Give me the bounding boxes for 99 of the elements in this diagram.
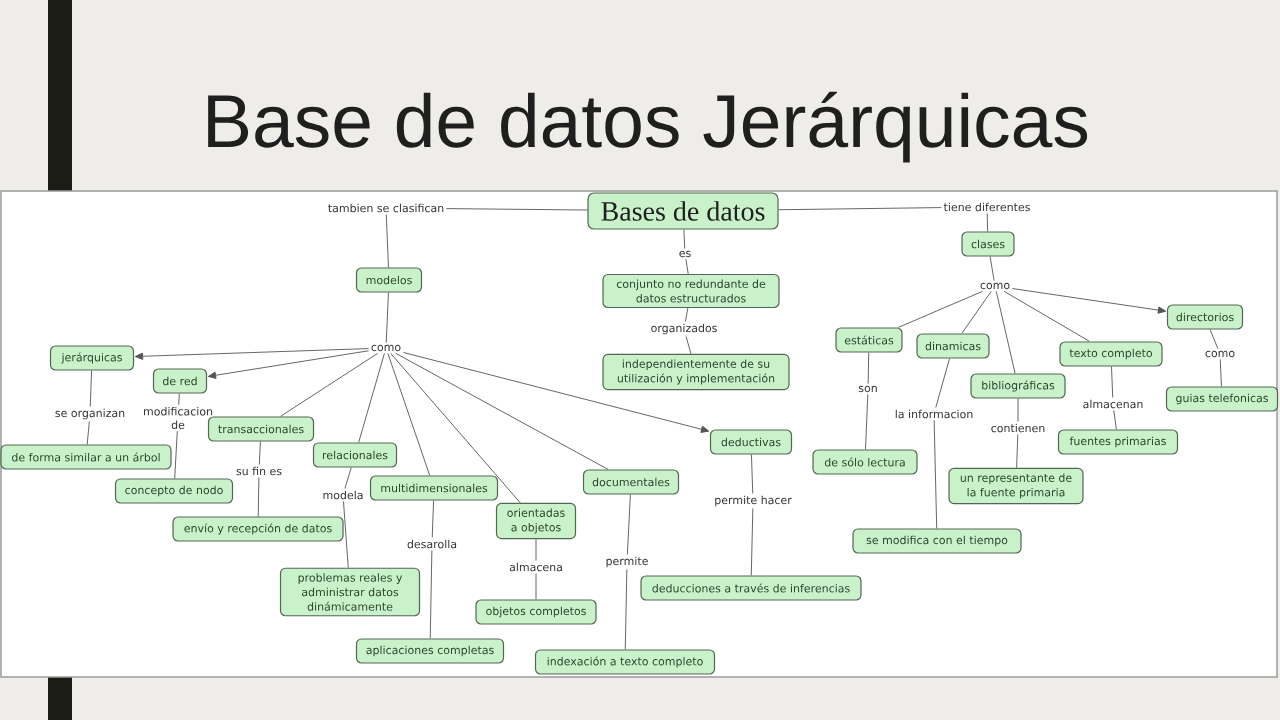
connector-line bbox=[178, 393, 180, 406]
connector-line bbox=[358, 352, 385, 443]
concept-box: concepto de nodo bbox=[114, 478, 234, 504]
concept-box: independientemente de su utilización y implementación bbox=[602, 353, 790, 391]
concept-box: relacionales bbox=[312, 442, 398, 468]
connector-line bbox=[1017, 398, 1019, 422]
linking-phrase: permite hacer bbox=[715, 495, 792, 507]
connector-line bbox=[174, 430, 178, 479]
concept-box: deducciones a través de inferencias bbox=[640, 575, 862, 601]
concept-box: clases bbox=[961, 231, 1015, 257]
connector-line bbox=[280, 352, 379, 417]
concept-box: Bases de datos bbox=[587, 192, 779, 230]
arrow bbox=[207, 350, 370, 379]
concept-box: multidimensionales bbox=[369, 475, 499, 501]
connector-line bbox=[961, 290, 992, 334]
concept-box: de red bbox=[152, 368, 208, 394]
linking-phrase: organizados bbox=[651, 323, 717, 335]
linking-phrase: es bbox=[679, 250, 691, 258]
concept-box: envío y recepción de datos bbox=[172, 516, 344, 542]
connector-line bbox=[344, 467, 352, 489]
concept-box: estáticas bbox=[835, 327, 903, 353]
concept-box: guias telefonicas bbox=[1165, 386, 1279, 412]
linking-phrase: desarolla bbox=[407, 539, 457, 549]
connector-line bbox=[445, 208, 588, 211]
connector-line bbox=[867, 352, 870, 385]
connector-line bbox=[390, 352, 521, 504]
concept-box: documentales bbox=[582, 469, 680, 495]
concept-box: fuentes primarias bbox=[1057, 429, 1179, 455]
slide-title: Base de datos Jerárquicas bbox=[208, 91, 1088, 163]
connector-line bbox=[865, 393, 869, 450]
connector-line bbox=[387, 352, 431, 476]
concept-box: problemas reales y administrar datos dinámicamente bbox=[279, 567, 421, 617]
connector-line bbox=[685, 336, 692, 355]
concept-box: se modifica con el tiempo bbox=[852, 528, 1022, 554]
connector-line bbox=[1111, 366, 1114, 398]
concept-box: orientadas a objetos bbox=[495, 502, 577, 540]
concept-box: conjunto no redundante de datos estructurados bbox=[602, 273, 780, 309]
arrow bbox=[1011, 288, 1167, 314]
concept-box: bibliográficas bbox=[970, 373, 1066, 399]
concept-box: indexación a texto completo bbox=[534, 649, 716, 675]
connector-line bbox=[1219, 358, 1222, 387]
connector-line bbox=[535, 573, 537, 600]
connector-line bbox=[989, 256, 995, 282]
connector-line bbox=[750, 454, 754, 494]
linking-phrase: almacenan bbox=[1083, 399, 1143, 409]
connector-line bbox=[535, 538, 537, 561]
connector-line bbox=[385, 214, 389, 268]
connector-line bbox=[429, 550, 433, 639]
connector-line bbox=[1113, 410, 1117, 430]
concept-box: de sólo lectura bbox=[812, 449, 918, 475]
connector-line bbox=[257, 477, 260, 517]
connector-line bbox=[343, 501, 349, 569]
connector-line bbox=[385, 292, 389, 344]
concept-box: de forma similar a un árbol bbox=[0, 444, 172, 470]
concept-box: deductivas bbox=[709, 429, 793, 455]
connector-line bbox=[86, 421, 90, 445]
concept-box: un representante de la fuente primaria bbox=[948, 467, 1084, 505]
connector-line bbox=[626, 494, 631, 555]
linking-phrase: modela bbox=[323, 490, 363, 500]
concept-box: modelos bbox=[355, 267, 423, 293]
linking-phrase: como bbox=[371, 344, 401, 352]
linking-phrase: son bbox=[858, 385, 877, 393]
connector-line bbox=[431, 500, 434, 538]
connector-line bbox=[685, 258, 689, 275]
connector-line bbox=[89, 370, 92, 407]
concept-box: jerárquicas bbox=[49, 345, 135, 371]
connector-line bbox=[986, 213, 989, 232]
connector-line bbox=[750, 508, 754, 576]
connector-line bbox=[1016, 434, 1019, 469]
concept-box: texto completo bbox=[1059, 341, 1163, 367]
concept-box: directorios bbox=[1166, 304, 1244, 330]
connector-line bbox=[1003, 290, 1090, 342]
connector-line bbox=[995, 290, 1016, 374]
linking-phrase: como bbox=[980, 282, 1010, 290]
arrow bbox=[402, 352, 710, 433]
connector-line bbox=[1209, 329, 1219, 350]
concept-box: dinamicas bbox=[916, 333, 990, 359]
linking-phrase: se organizan bbox=[55, 408, 125, 420]
linking-phrase: como bbox=[1205, 350, 1235, 358]
linking-phrase: tambien se clasifican bbox=[328, 203, 444, 213]
connector-line bbox=[683, 229, 686, 250]
linking-phrase: tiene diferentes bbox=[943, 202, 1030, 212]
concept-box: transaccionales bbox=[207, 416, 315, 442]
connector-line bbox=[624, 569, 628, 650]
connector-line bbox=[933, 420, 938, 529]
connector-line bbox=[395, 352, 609, 470]
concept-box: aplicaciones completas bbox=[355, 638, 505, 664]
linking-phrase: su fin es bbox=[236, 466, 282, 476]
linking-phrase: permite bbox=[606, 556, 648, 568]
connector-line bbox=[935, 358, 950, 408]
linking-phrase: almacena bbox=[509, 562, 562, 572]
connector-line bbox=[684, 307, 689, 322]
linking-phrase: la informacion bbox=[895, 409, 973, 419]
connector-line bbox=[258, 441, 261, 465]
connector-line bbox=[778, 207, 942, 211]
concept-box: objetos completos bbox=[475, 599, 597, 625]
linking-phrase: contienen bbox=[991, 423, 1045, 433]
arrow bbox=[134, 348, 370, 360]
connector-line bbox=[897, 290, 983, 328]
